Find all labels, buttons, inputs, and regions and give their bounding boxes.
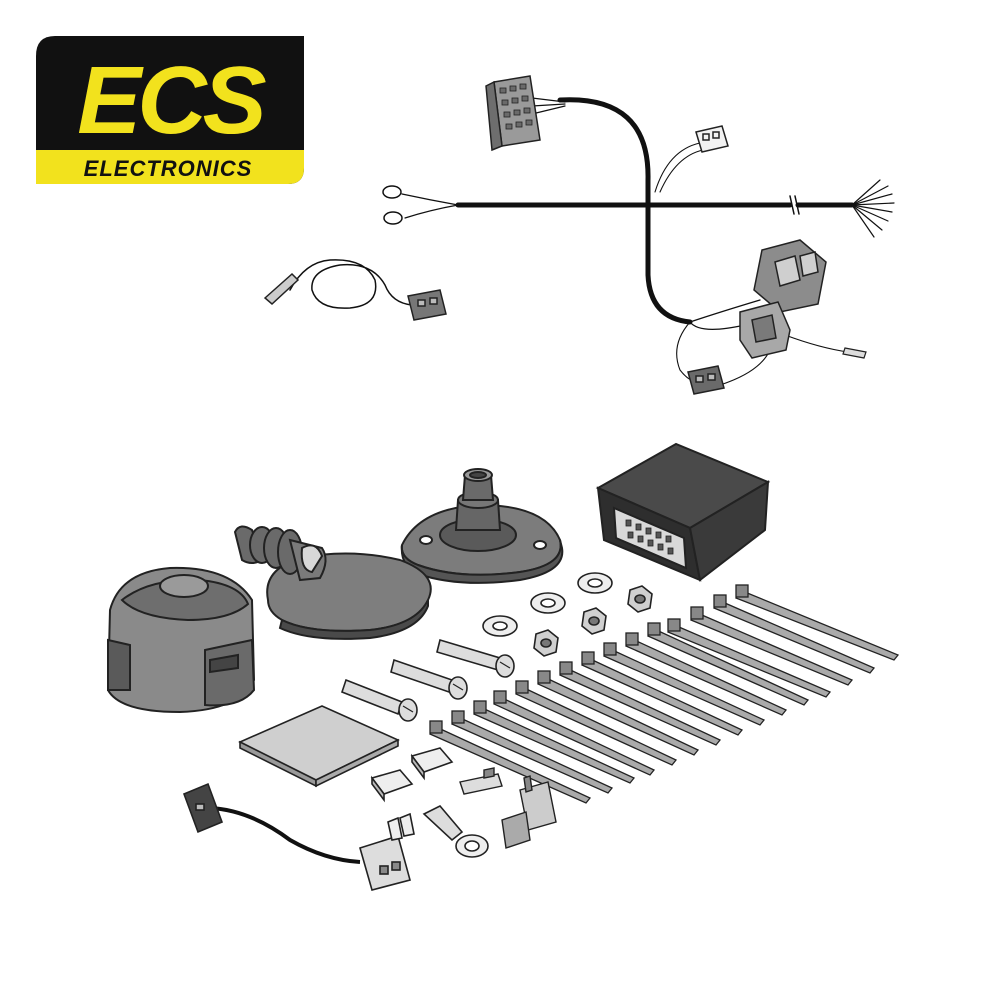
small-connector-left <box>263 272 447 321</box>
trailer-socket <box>106 566 256 714</box>
wiring-harness <box>289 97 895 386</box>
adhesive-pad <box>238 705 400 781</box>
socket-base-plate <box>400 468 564 584</box>
cable-tie-icon <box>451 710 614 794</box>
logo-subtitle-band <box>36 150 304 184</box>
serrated-washer-icon <box>482 572 613 637</box>
cable-tie-icon <box>493 690 656 776</box>
logo-brand: ECS <box>77 47 266 154</box>
fuse-tap-connector <box>359 834 411 891</box>
ecs-logo: ECS ELECTRONICS <box>36 36 304 184</box>
cable-tie-icon <box>713 594 876 674</box>
small-connector-white <box>695 125 729 153</box>
cable-tie-icon <box>625 632 788 716</box>
wire-fan-ends <box>851 179 895 238</box>
hex-nuts <box>533 585 653 657</box>
cable-ties <box>429 584 900 804</box>
cable-tie-icon <box>581 651 744 736</box>
bolt-icon <box>436 638 515 678</box>
cable-tie-icon <box>690 606 854 686</box>
cable-break-mark <box>789 195 800 215</box>
loose-wire <box>289 259 413 309</box>
logo-background <box>36 36 304 184</box>
relay-connector-block <box>753 239 827 313</box>
bolt-icon <box>390 658 468 700</box>
cable-tie-icon <box>429 720 592 804</box>
cable-tie-icon <box>735 584 900 661</box>
foam-pads <box>238 705 454 803</box>
control-module <box>595 442 771 582</box>
blade-fuse-icon <box>459 773 503 795</box>
cable-tie-icon <box>647 622 810 706</box>
logo-subtitle: ELECTRONICS <box>84 156 253 181</box>
cable-tie-icon <box>667 618 832 698</box>
spade-terminal-right <box>842 347 867 359</box>
cable-tie-icon <box>603 642 766 726</box>
cable-tie-icon <box>537 670 700 756</box>
small-connector-bottom <box>687 365 725 395</box>
fastener-washers <box>482 572 613 637</box>
ring-terminal <box>422 805 489 858</box>
harness-vertical-cable <box>557 97 693 325</box>
cable-tie-icon <box>473 700 636 784</box>
bolts <box>341 638 515 722</box>
ring-terminal-icon <box>382 185 403 225</box>
vehicle-connector-top <box>485 75 541 152</box>
ground-wires <box>401 193 459 219</box>
bypass-cable <box>182 782 415 891</box>
socket-connector-block <box>739 301 791 359</box>
bolt-icon <box>341 678 418 722</box>
cable-tie-icon <box>515 680 678 766</box>
fuses <box>459 767 557 849</box>
cable-tie-icon <box>559 661 722 746</box>
cable-boot <box>233 525 327 582</box>
